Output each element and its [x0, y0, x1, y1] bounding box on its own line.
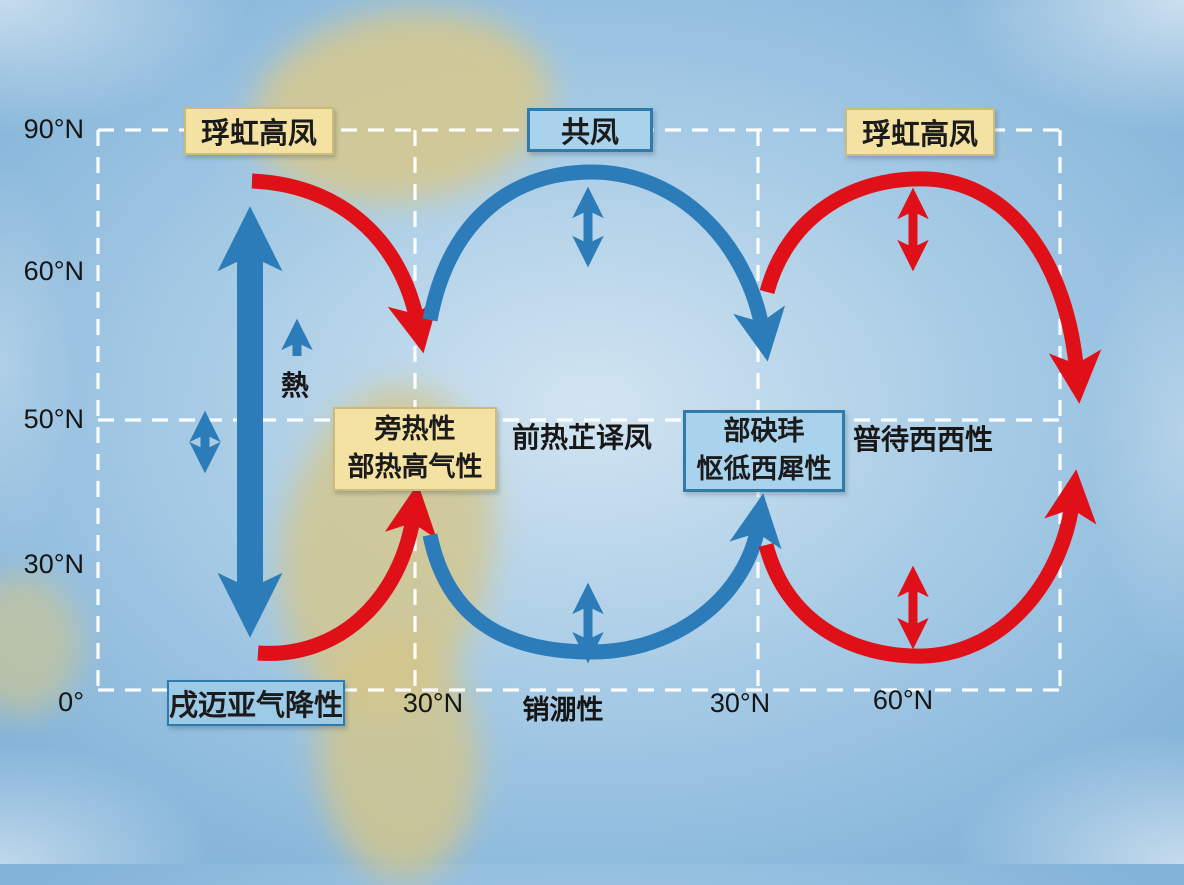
- red-arc-bottom-left: [257, 483, 437, 661]
- label-mid-far-right: 暜待西西性: [852, 424, 993, 455]
- lat-label-0: 0°: [58, 687, 84, 717]
- lat-label-60n: 60°N: [23, 256, 84, 286]
- lat-label-90n: 90°N: [23, 114, 84, 144]
- lat-label-50n: 50°N: [23, 404, 84, 434]
- label-mid-center: 前热芷译凤: [511, 422, 652, 453]
- bottom-label-30n-right: 30°N: [709, 688, 771, 718]
- box-mid-right-line2: 怄彽西犀性: [696, 454, 832, 484]
- red-arc-top-right: [759, 171, 1102, 404]
- red-arc-bottom-right: [758, 469, 1097, 664]
- lat-label-30n: 30°N: [23, 549, 84, 579]
- circulation-arrows: [189, 164, 1102, 664]
- box-bottom-left: 戌迈亚气降性: [167, 680, 345, 726]
- bottom-label-center: 销淜性: [522, 695, 604, 725]
- box-mid-left: 旁热性 部热高气性: [333, 407, 497, 491]
- box-mid-left-line2: 部热高气性: [347, 452, 483, 482]
- red-arc-top-left: [251, 173, 440, 354]
- label-heat: 熱: [281, 370, 310, 401]
- diagram-arrows-layer: [189, 164, 1102, 664]
- box-top-left: 琈虹高凤: [184, 107, 334, 155]
- blue-arc-top-center: [422, 164, 786, 362]
- box-bottom-left-text: 戌迈亚气降性: [169, 690, 344, 722]
- box-top-left-text: 琈虹高凤: [200, 118, 317, 150]
- blue-arc-bottom-center: [422, 493, 782, 660]
- box-mid-right-line1: 部砄玤: [723, 416, 805, 447]
- bottom-label-60n: 60°N: [872, 685, 934, 715]
- box-mid-left-line1: 旁热性: [374, 414, 456, 445]
- box-mid-right: 部砄玤 怄彽西犀性: [683, 410, 845, 492]
- box-top-center-text: 共凤: [560, 117, 619, 149]
- box-top-right: 琈虹高凤: [845, 108, 995, 156]
- box-top-right-text: 琈虹高凤: [861, 119, 978, 151]
- bottom-label-30n-left: 30°N: [402, 688, 464, 718]
- box-top-center: 共凤: [527, 108, 653, 152]
